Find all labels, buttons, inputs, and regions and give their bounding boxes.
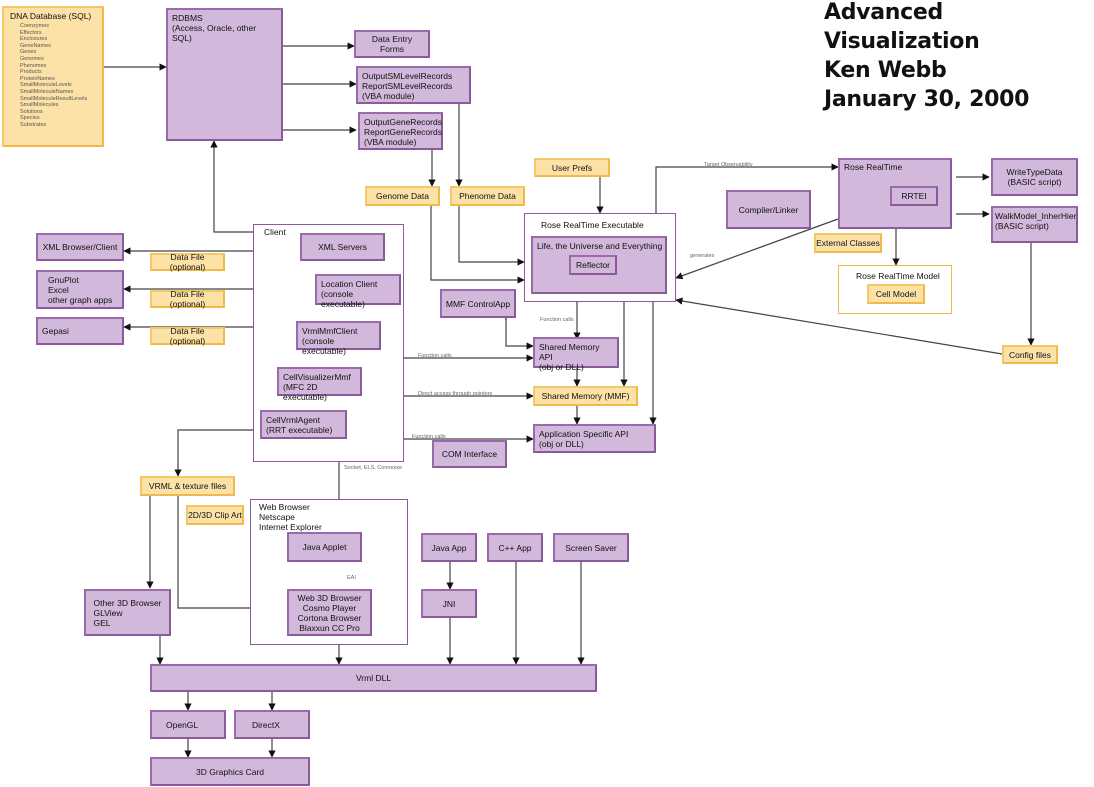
- write-type-data-node: WriteTypeData (BASIC script): [991, 158, 1078, 196]
- vrml-dll-node: Vrml DLL: [150, 664, 597, 692]
- rose-realtime-label: Rose RealTime: [844, 162, 903, 172]
- genome-data-node: Genome Data: [365, 186, 440, 206]
- diagram-title: Advanced Visualization Ken Webb January …: [824, 0, 1094, 114]
- title-author: Ken Webb: [824, 58, 947, 83]
- web3d-browser-node: Web 3D Browser Cosmo Player Cortona Brow…: [287, 589, 372, 636]
- rdbms-node: RDBMS (Access, Oracle, other SQL): [166, 8, 283, 141]
- java-applet-node: Java Applet: [287, 532, 362, 562]
- edge-config-exec: [675, 297, 1003, 355]
- edge-target-observability: [652, 163, 839, 220]
- rrtei-node: RRTEI: [890, 186, 938, 206]
- data-file-3-node: Data File (optional): [150, 326, 225, 346]
- dna-table-item: Genomes: [20, 55, 44, 62]
- dna-table-item: SmallMoleculeLevels: [20, 82, 72, 89]
- shared-memory-api-node: Shared Memory API (obj or DLL): [533, 337, 619, 372]
- cpp-app-node: C++ App: [487, 533, 543, 562]
- dna-table-item: SmallMolecules: [20, 102, 59, 109]
- dna-table-item: SmallMoleculeResultLevels: [20, 95, 88, 102]
- dna-table-item: Genes: [20, 49, 37, 56]
- edge-genome-exec: [430, 206, 525, 284]
- xml-browser-node: XML Browser/Client: [36, 233, 124, 261]
- edge-label-function-calls-1: Function calls: [540, 317, 574, 323]
- web-browser-label: Web Browser Netscape Internet Explorer: [259, 502, 322, 532]
- clip-art-node: 2D/3D Clip Art: [186, 505, 244, 525]
- data-file-1-node: Data File (optional): [150, 252, 225, 272]
- edge-agent-vrml: [174, 429, 260, 477]
- dna-table-item: Products: [20, 69, 42, 76]
- com-interface-node: COM Interface: [432, 440, 507, 468]
- dna-table-item: Enclosures: [20, 36, 48, 43]
- edge-mmf-sharedapi: [502, 312, 534, 350]
- gene-records-node: OutputGeneRecords ReportGeneRecords (VBA…: [358, 112, 443, 150]
- dna-database-title: DNA Database (SQL): [10, 11, 92, 21]
- xml-servers-node: XML Servers: [300, 233, 385, 261]
- java-app-node: Java App: [421, 533, 477, 562]
- edge-label-function-calls-3: Function calls: [412, 434, 446, 440]
- edge-label-direct-access: Direct access through pointers: [418, 391, 493, 397]
- compiler-linker-node: Compiler/Linker: [726, 190, 811, 229]
- edge-client-rdbms: [210, 140, 253, 233]
- client-label: Client: [264, 227, 286, 237]
- edge-label-generates: generates: [690, 253, 715, 259]
- dna-table-item: Solutions: [20, 108, 43, 115]
- cell-model-node: Cell Model: [867, 284, 925, 304]
- edge-label-target-observability: Target Observability: [704, 162, 753, 168]
- dna-table-item: SmallMoleculeNames: [20, 88, 74, 95]
- graphics-card-node: 3D Graphics Card: [150, 757, 310, 786]
- app-specific-api-node: Application Specific API (obj or DLL): [533, 424, 656, 453]
- edge-generates: [675, 218, 839, 280]
- config-files-node: Config files: [1002, 345, 1058, 364]
- rrt-model-label: Rose RealTime Model: [856, 271, 940, 281]
- title-date: January 30, 2000: [824, 87, 1030, 112]
- title-line-1: Advanced Visualization: [824, 0, 980, 54]
- directx-node: DirectX: [234, 710, 310, 739]
- dna-table-item: GeneNames: [20, 42, 51, 49]
- gnuplot-node: GnuPlot Excel other graph apps: [36, 270, 124, 309]
- walk-model-node: WalkModel_InherHier (BASIC script): [991, 206, 1078, 243]
- edge-label-socket: Socket, ELS, Connexxe: [344, 465, 403, 471]
- location-client-node: Location Client (console executable): [315, 274, 401, 309]
- sm-records-node: OutputSMLevelRecords ReportSMLevelRecord…: [356, 66, 471, 104]
- external-classes-node: External Classes: [814, 233, 882, 253]
- rose-realtime-node: Rose RealTime RRTEI: [838, 158, 952, 229]
- edge-phenome-exec: [458, 206, 525, 266]
- phenome-data-node: Phenome Data: [450, 186, 525, 206]
- rrt-model-node: Rose RealTime Model Cell Model: [838, 265, 952, 314]
- cell-vrml-agent-node: CellVrmlAgent (RRT executable): [260, 410, 347, 439]
- gepasi-node: Gepasi: [36, 317, 124, 345]
- dna-table-item: Coenzymes: [20, 23, 50, 29]
- dna-table-item: ProteinNames: [20, 75, 55, 82]
- rrt-executable-label: Rose RealTime Executable: [541, 220, 644, 230]
- cell-visualizer-node: CellVisualizerMmf (MFC 2D executable): [277, 367, 362, 402]
- dna-database-node: DNA Database (SQL) Coenzymes Effectors E…: [2, 6, 104, 147]
- opengl-node: OpenGL: [150, 710, 226, 739]
- dna-table-list: Coenzymes Effectors Enclosures GeneNames…: [20, 23, 96, 129]
- reflector-node: Reflector: [569, 255, 617, 275]
- dna-table-item: Substrates: [20, 121, 47, 128]
- dna-table-item: Species: [20, 115, 40, 122]
- vrml-mmf-client-node: VrmlMmfClient (console executable): [296, 321, 381, 356]
- rrt-executable-node: Rose RealTime Executable Life, the Unive…: [524, 213, 676, 302]
- life-universe-label: Life, the Universe and Everything: [537, 241, 663, 251]
- mmf-control-node: MMF ControlApp: [440, 289, 516, 318]
- life-universe-node: Life, the Universe and Everything Reflec…: [531, 236, 667, 294]
- user-prefs-node: User Prefs: [534, 158, 610, 177]
- jni-node: JNI: [421, 589, 477, 618]
- data-file-2-node: Data File (optional): [150, 289, 225, 309]
- dna-table-item: Phenomes: [20, 62, 47, 69]
- edge-label-function-calls-2: Function calls: [418, 353, 452, 359]
- vrml-texture-node: VRML & texture files: [140, 476, 235, 496]
- other3d-browser-node: Other 3D Browser GLView GEL: [84, 589, 171, 636]
- data-entry-forms-node: Data Entry Forms: [354, 30, 430, 58]
- edge-label-eai: EAI: [347, 575, 356, 581]
- shared-memory-node: Shared Memory (MMF): [533, 386, 638, 406]
- dna-table-item: Effectors: [20, 29, 42, 36]
- screen-saver-node: Screen Saver: [553, 533, 629, 562]
